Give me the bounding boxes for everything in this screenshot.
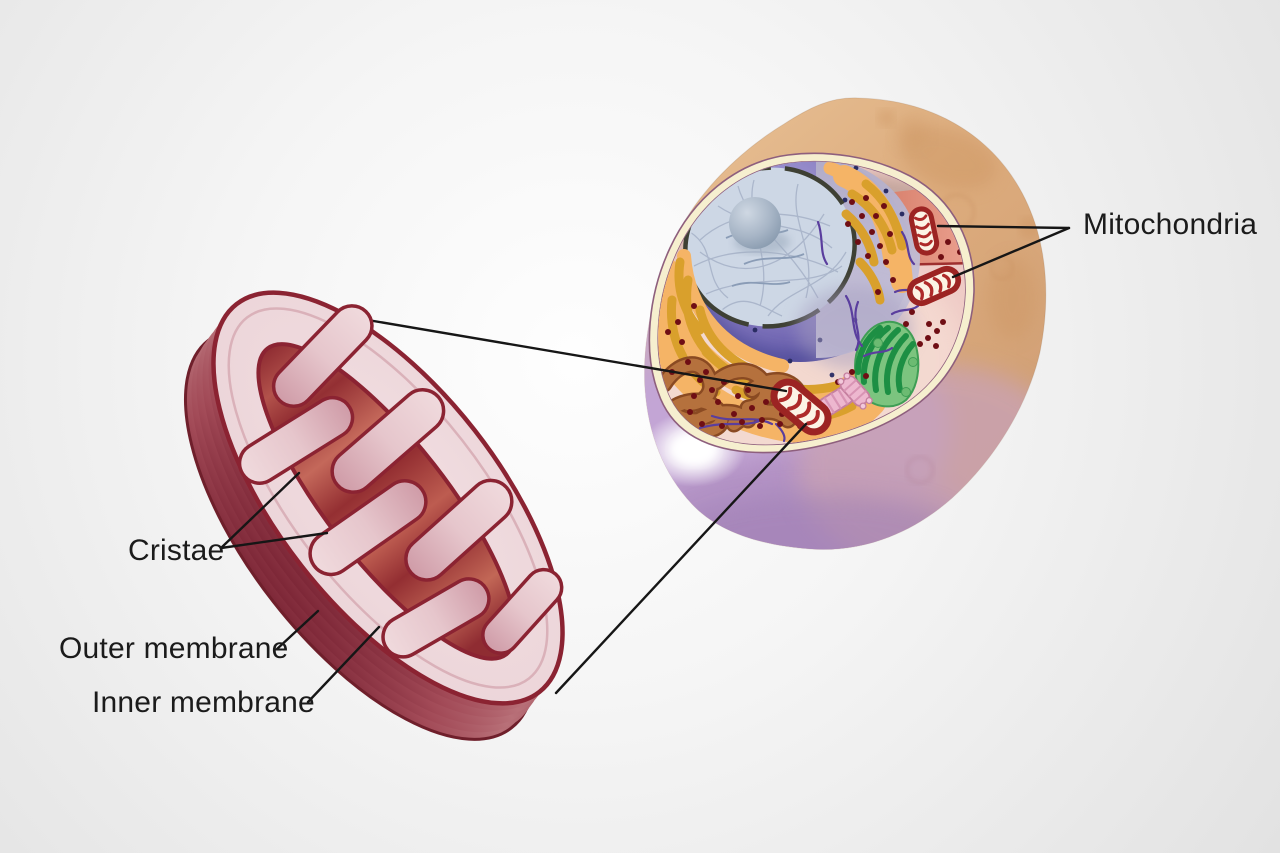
cristae-shapes (237, 304, 564, 659)
pointer-cristae-2 (219, 531, 329, 550)
pointer-inner-membrane (306, 625, 381, 704)
cytoplasm (658, 161, 966, 445)
zoom-line-bottom (554, 422, 808, 695)
nucleolus (729, 197, 781, 249)
pointer-mitochondria-1 (936, 224, 1071, 230)
cell-illustration (644, 97, 1047, 550)
label-mitochondria: Mitochondria (1083, 208, 1258, 241)
golgi-apparatus-green (854, 320, 920, 408)
label-cristae: Cristae (128, 534, 225, 567)
label-outer-membrane: Outer membrane (59, 632, 289, 665)
pointer-lines (219, 224, 1071, 704)
pointer-cristae-1 (219, 471, 301, 550)
zoom-line-top (289, 305, 788, 393)
pointer-outer-membrane (275, 609, 320, 651)
label-inner-membrane: Inner membrane (92, 686, 315, 719)
zoom-connector-lines (289, 305, 808, 695)
pointer-mitochondria-2 (951, 226, 1071, 279)
mitochondrion-large (183, 290, 565, 741)
